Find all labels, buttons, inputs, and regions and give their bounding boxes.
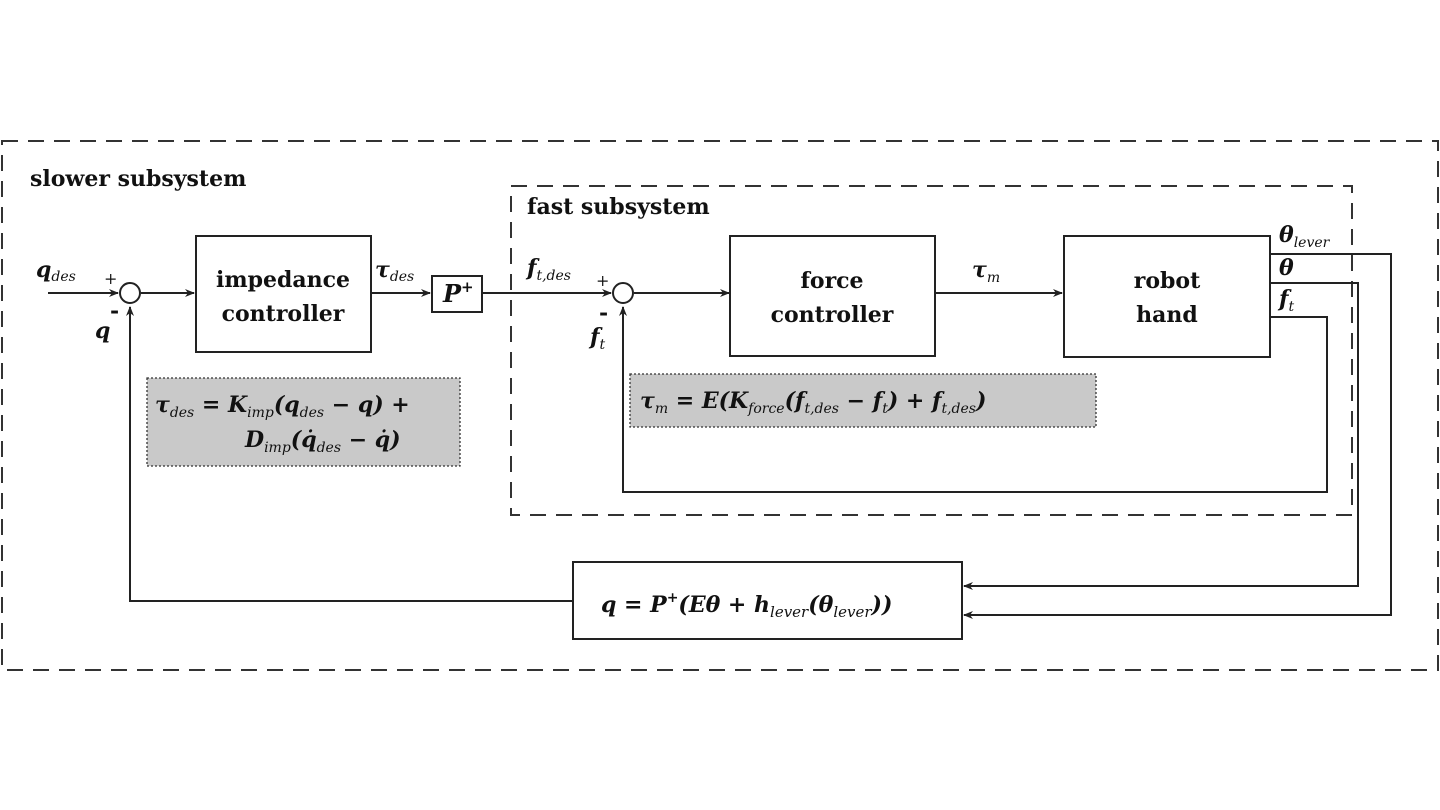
force-controller-label-line2: controller [771,302,894,328]
sign-plus-sum1: + [104,269,117,288]
signal-f-t-output: ft [1277,286,1294,315]
wire-q-feedback [126,306,573,602]
robot-hand-block [1063,235,1271,358]
impedance-law-line2: Dimp(q̇des − q̇) [244,427,401,456]
force-controller-label-line1: force [800,268,863,294]
wire-theta-kinematics [963,282,1359,590]
fast-subsystem-label: fast subsystem [527,194,710,220]
signal-q: q [95,318,110,344]
signal-f-t-des: ft,des [525,255,571,284]
slower-subsystem-region [1,140,1439,671]
wire-ft-feedback [619,306,1328,493]
signal-q-des: qdes [36,257,76,285]
wire-thetalever-kinematics [963,253,1392,619]
impedance-controller-block [195,235,372,353]
signal-f-t-feedback: ft [588,324,605,353]
signal-theta-lever: θlever [1279,222,1331,251]
signal-theta: θ [1279,255,1294,281]
slower-subsystem-label: slower subsystem [30,166,246,192]
robot-hand-label-line2: hand [1136,302,1198,328]
kinematics-block [572,561,963,640]
impedance-controller-label-line2: controller [222,301,345,327]
pseudo-inverse-block [431,275,483,313]
fast-subsystem-region [510,185,1353,516]
sign-plus-sum2: + [596,271,609,290]
kinematics-equation: q = P+(Eθ + hlever(θlever)) [601,590,892,621]
signal-tau-m: τm [972,257,1000,286]
robot-hand-label-line1: robot [1134,268,1201,294]
signal-tau-des: τdes [375,257,414,285]
sign-minus-sum2: - [599,300,608,326]
force-law-box [629,373,1097,428]
impedance-law-line1: τdes = Kimp(qdes − q) + [155,392,410,421]
impedance-law-box [146,377,461,467]
summing-junction-position [119,282,141,304]
force-law-equation: τm = E(Kforce(ft,des − ft) + ft,des) [640,388,986,417]
impedance-controller-label-line1: impedance [216,267,350,293]
force-controller-block [729,235,936,357]
sign-minus-sum1: - [110,298,119,324]
pseudo-inverse-label: P+ [442,278,474,308]
summing-junction-force [612,282,634,304]
